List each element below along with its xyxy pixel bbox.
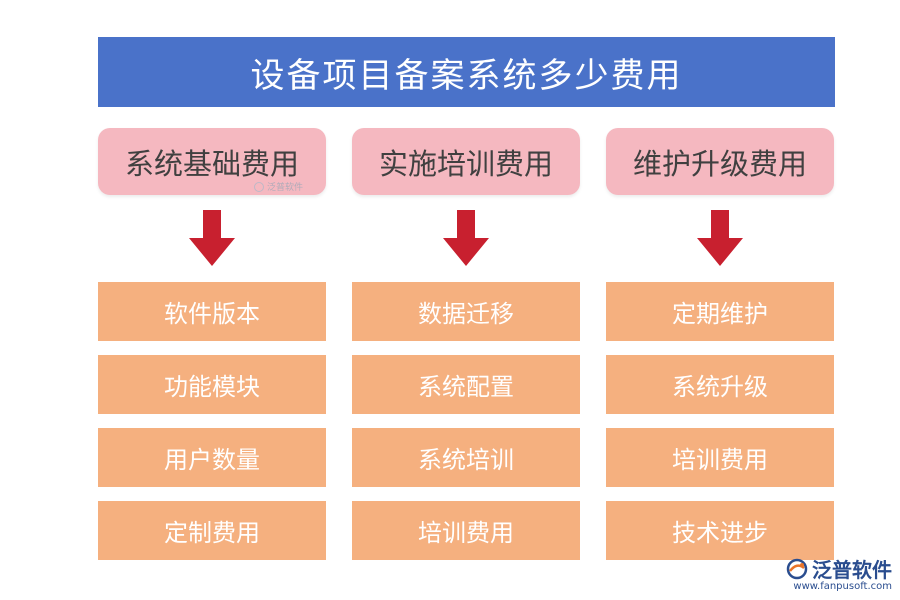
logo-name: 泛普软件	[812, 558, 892, 582]
logo-url: www.fanpusoft.com	[793, 581, 892, 592]
watermark-icon	[254, 181, 264, 192]
fanpu-logo-icon	[786, 558, 808, 579]
column-item: 定制费用	[98, 501, 326, 560]
down-arrow-icon	[697, 210, 743, 266]
column-item: 数据迁移	[352, 282, 580, 341]
column-item: 培训费用	[352, 501, 580, 560]
column-item: 系统培训	[352, 428, 580, 487]
column-item: 技术进步	[606, 501, 834, 560]
column-item: 功能模块	[98, 355, 326, 414]
column-item: 培训费用	[606, 428, 834, 487]
down-arrow-icon	[189, 210, 235, 266]
watermark: 泛普软件	[254, 180, 303, 193]
down-arrow-icon	[443, 210, 489, 266]
brand-logo: 泛普软件 www.fanpusoft.com	[786, 554, 892, 592]
column-header: 实施培训费用	[352, 128, 580, 195]
column-item: 用户数量	[98, 428, 326, 487]
column-item: 软件版本	[98, 282, 326, 341]
column-header: 维护升级费用	[606, 128, 834, 195]
column-header: 系统基础费用	[98, 128, 326, 195]
watermark-text: 泛普软件	[267, 183, 304, 193]
column-item: 系统升级	[606, 355, 834, 414]
diagram-title: 设备项目备案系统多少费用	[98, 37, 835, 107]
column-item: 系统配置	[352, 355, 580, 414]
column-item: 定期维护	[606, 282, 834, 341]
